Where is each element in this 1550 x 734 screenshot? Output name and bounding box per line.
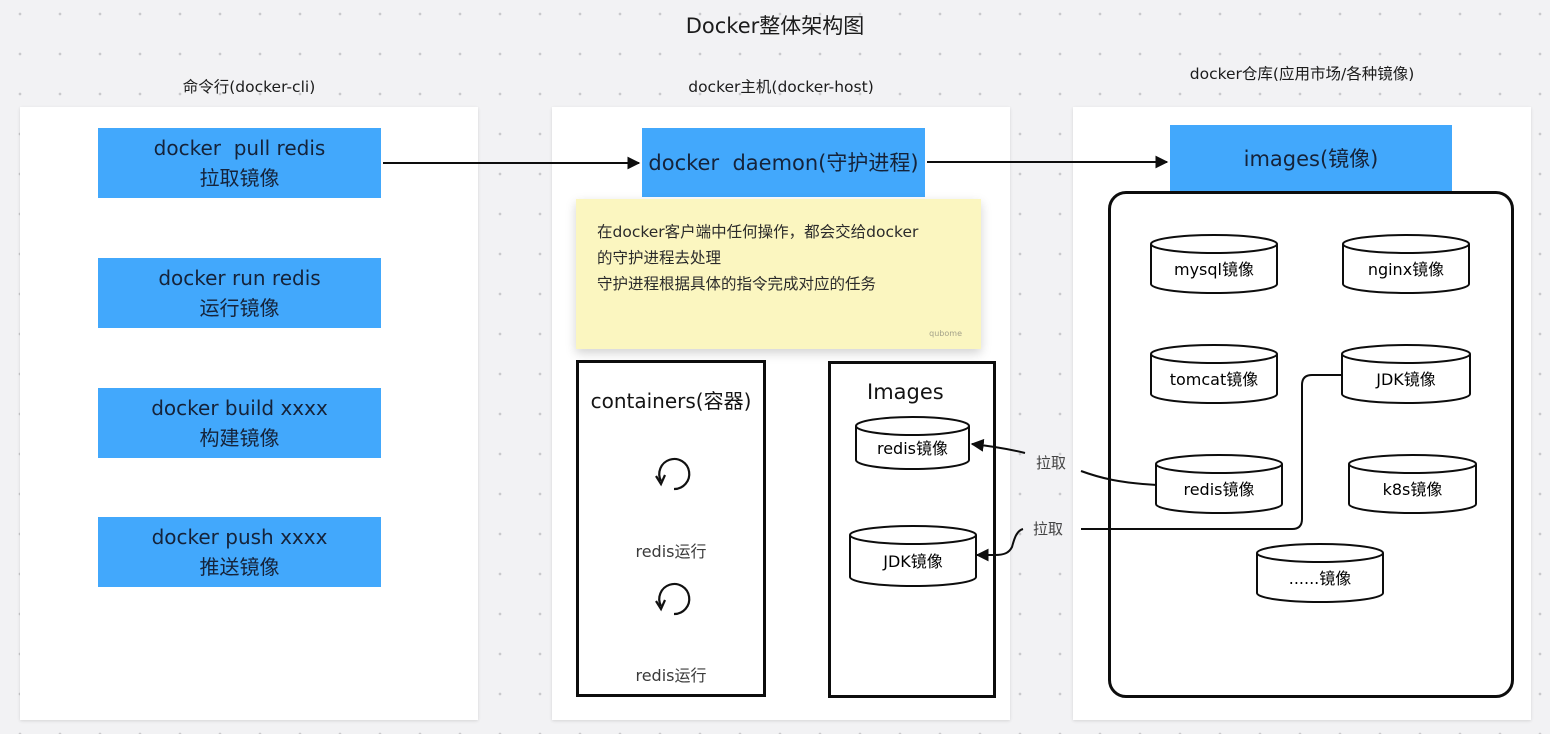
daemon-box[interactable]: docker daemon(守护进程) [642, 128, 925, 197]
host-image-cylinder[interactable]: JDK镜像 [849, 525, 977, 587]
note-line: 的守护进程去处理 [597, 249, 722, 267]
registry-image-cylinder[interactable]: mysql镜像 [1150, 234, 1278, 294]
registry-images-frame [1108, 191, 1514, 698]
command-text: docker run redis [158, 266, 321, 290]
cylinder-label: mysql镜像 [1174, 260, 1254, 279]
command-desc: 运行镜像 [199, 296, 280, 320]
cylinder-label: redis镜像 [877, 439, 948, 458]
command-box-run[interactable]: docker run redis 运行镜像 [98, 258, 381, 328]
containers-title: containers(容器) [590, 389, 752, 413]
command-box-build[interactable]: docker build xxxx 构建镜像 [98, 388, 381, 458]
cylinder-label: k8s镜像 [1383, 480, 1443, 499]
cylinder-label: nginx镜像 [1368, 260, 1444, 279]
registry-header-label: images(镜像) [1243, 146, 1379, 171]
cylinder-label: JDK镜像 [882, 552, 943, 571]
registry-column-label: docker仓库(应用市场/各种镜像) [1189, 65, 1415, 83]
registry-image-cylinder[interactable]: JDK镜像 [1341, 344, 1471, 404]
cylinder-label: ......镜像 [1289, 569, 1352, 588]
refresh-icon [655, 457, 691, 491]
command-desc: 构建镜像 [199, 426, 280, 450]
connector-pull-redis[interactable] [1080, 470, 1158, 486]
container-running-label: redis运行 [635, 666, 707, 685]
registry-image-cylinder[interactable]: redis镜像 [1155, 454, 1283, 514]
refresh-icon [655, 582, 691, 616]
diagram-title: Docker整体架构图 [685, 14, 865, 38]
containers-frame: containers(容器) redis运行 redis运行 [576, 360, 766, 697]
command-text: docker pull redis [153, 136, 326, 160]
command-desc: 推送镜像 [199, 555, 280, 579]
sticky-note[interactable]: 在docker客户端中任何操作，都会交给docker 的守护进程去处理 守护进程… [576, 199, 981, 349]
registry-images-header[interactable]: images(镜像) [1170, 125, 1452, 192]
cylinder-label: redis镜像 [1183, 480, 1254, 499]
registry-image-cylinder[interactable]: tomcat镜像 [1150, 344, 1278, 404]
note-line: 在docker客户端中任何操作，都会交给docker [597, 223, 919, 241]
cylinder-label: JDK镜像 [1375, 370, 1436, 389]
container-running-label: redis运行 [635, 542, 707, 561]
command-box-pull[interactable]: docker pull redis 拉取镜像 [98, 128, 381, 198]
registry-image-cylinder[interactable]: nginx镜像 [1342, 234, 1470, 294]
cylinder-label: tomcat镜像 [1170, 370, 1259, 389]
host-column-label: docker主机(docker-host) [688, 78, 874, 96]
connector-pull-redis-arrow[interactable] [970, 438, 1026, 454]
command-box-push[interactable]: docker push xxxx 推送镜像 [98, 517, 381, 587]
connector-pull-jdk[interactable] [1081, 374, 1342, 530]
daemon-label: docker daemon(守护进程) [648, 150, 919, 175]
connector-pull-jdk-arrow[interactable] [975, 528, 1024, 562]
command-text: docker push xxxx [151, 525, 328, 549]
command-desc: 拉取镜像 [199, 166, 280, 190]
registry-image-cylinder[interactable]: ......镜像 [1256, 543, 1384, 603]
host-images-title: Images [867, 380, 944, 404]
registry-image-cylinder[interactable]: k8s镜像 [1348, 454, 1477, 514]
note-line: 守护进程根据具体的指令完成对应的任务 [597, 275, 877, 293]
pull-label: 拉取 [1033, 520, 1064, 538]
command-text: docker build xxxx [151, 396, 328, 420]
cli-column-label: 命令行(docker-cli) [182, 78, 316, 96]
host-image-cylinder[interactable]: redis镜像 [855, 416, 970, 470]
pull-label: 拉取 [1036, 454, 1067, 472]
note-signature: qubome [929, 329, 962, 338]
